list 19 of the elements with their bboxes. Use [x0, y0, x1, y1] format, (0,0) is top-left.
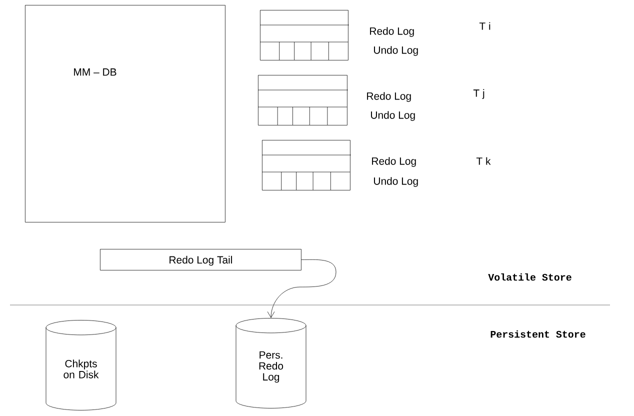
disk-cylinder: Chkpts on Disk: [46, 320, 116, 410]
log-label: Redo Log: [370, 27, 414, 37]
log-buffer-drawing: [258, 75, 348, 126]
disk-cylinder: Pers. Redo Log: [236, 318, 306, 408]
transaction-label: T k: [476, 157, 491, 165]
log-tail-box: Redo Log Tail: [100, 249, 302, 270]
store-label: Persistent Store: [490, 330, 586, 338]
database-box: MM – DB: [25, 5, 226, 222]
log-label: Redo Log: [372, 157, 416, 167]
log-label: Undo Log: [374, 177, 418, 187]
arrow: [267, 259, 336, 318]
log-label: Undo Log: [371, 111, 415, 121]
transaction-label: T i: [479, 22, 490, 30]
log-label: Redo Log: [367, 92, 411, 102]
log-buffer-drawing: [260, 10, 350, 60]
log-label: Undo Log: [374, 46, 418, 56]
transaction-label: T j: [473, 89, 484, 99]
log-buffer-drawing: [262, 140, 352, 190]
store-label: Volatile Store: [488, 273, 572, 281]
